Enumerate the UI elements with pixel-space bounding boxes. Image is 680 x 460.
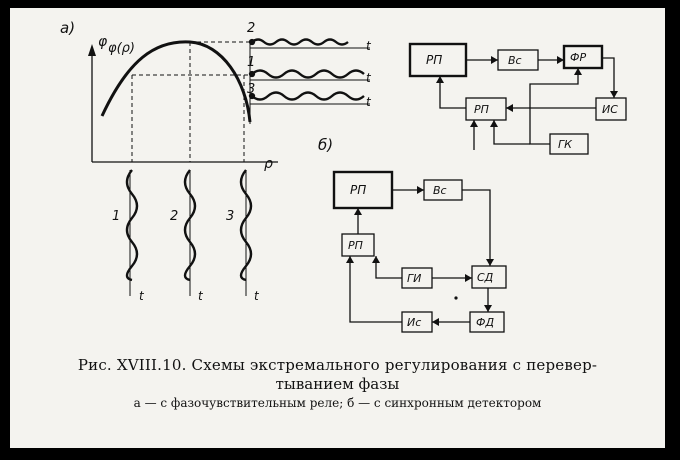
label-gk-upper: ГК	[558, 138, 573, 151]
label-rp-aux-lower: РП	[348, 239, 363, 252]
upper-block-scheme: РП Вс ФР РП ИС ГК	[408, 42, 627, 155]
caption-line-2: тыванием фазы	[275, 375, 400, 393]
panel-b-label: б)	[318, 136, 333, 154]
wire-gk-rp	[493, 120, 530, 145]
block-is-upper	[595, 97, 627, 121]
paper-sheet	[10, 8, 665, 448]
lower-wave-2	[183, 169, 197, 282]
label-is-upper: ИС	[602, 103, 618, 116]
x-axis-label: ρ	[264, 156, 273, 172]
signal-wave-2	[251, 38, 349, 46]
wire-rp-rpmain	[439, 76, 466, 109]
signal-label-1: 1	[247, 55, 255, 70]
curve-label: φ(ρ)	[108, 41, 135, 56]
signal-wave-3	[251, 91, 365, 101]
y-axis-label: φ	[98, 34, 108, 50]
lower-time-1: t	[139, 289, 145, 303]
signal-time-1: t	[366, 71, 372, 85]
block-sd-lower	[471, 265, 507, 289]
lower-time-3: t	[254, 289, 260, 303]
label-fr-upper: ФР	[570, 51, 586, 64]
extremum-curve	[100, 40, 252, 123]
lower-wave-label-3: 3	[226, 209, 234, 224]
speck	[454, 296, 458, 300]
lower-time-2: t	[198, 289, 204, 303]
signal-time-3: t	[366, 95, 372, 109]
signal-label-2: 2	[247, 21, 255, 36]
label-vs-lower: Вс	[433, 184, 447, 197]
label-vs-upper: Вс	[508, 54, 522, 67]
wire-vs-sd	[462, 189, 491, 266]
label-rp-main-upper: РП	[426, 53, 442, 67]
lower-wave-label-2: 2	[170, 209, 178, 224]
lower-block-scheme: РП Вс РП ГИ СД Ис ФД	[332, 170, 507, 333]
panel-a-label: а)	[60, 19, 75, 37]
caption-line-1: Рис. XVIII.10. Схемы экстремального регу…	[77, 356, 598, 374]
block-rp-aux-upper	[465, 97, 507, 121]
signal-wave-1	[251, 69, 365, 79]
signal-time-2: t	[366, 39, 372, 53]
lower-wave-3	[239, 169, 253, 282]
caption-line-3: а — с фазочувствительным реле; б — с син…	[133, 396, 542, 410]
wire-fr-is	[602, 57, 615, 98]
label-is-lower: Ис	[407, 316, 421, 329]
label-rp-main-lower: РП	[350, 183, 366, 197]
label-sd-lower: СД	[477, 271, 494, 284]
y-axis-arrow	[88, 44, 96, 56]
label-gi-lower: ГИ	[407, 272, 421, 285]
wire-is-rp	[349, 256, 402, 323]
label-fd-lower: ФД	[476, 316, 494, 329]
lower-wave-1	[125, 169, 139, 282]
block-fr-upper	[562, 44, 604, 70]
label-rp-aux-upper: РП	[474, 103, 489, 116]
signal-label-3: 3	[247, 82, 255, 97]
wire-gk-fr	[529, 68, 579, 145]
lower-wave-label-1: 1	[112, 209, 120, 224]
wire-gi-rp	[375, 256, 402, 279]
